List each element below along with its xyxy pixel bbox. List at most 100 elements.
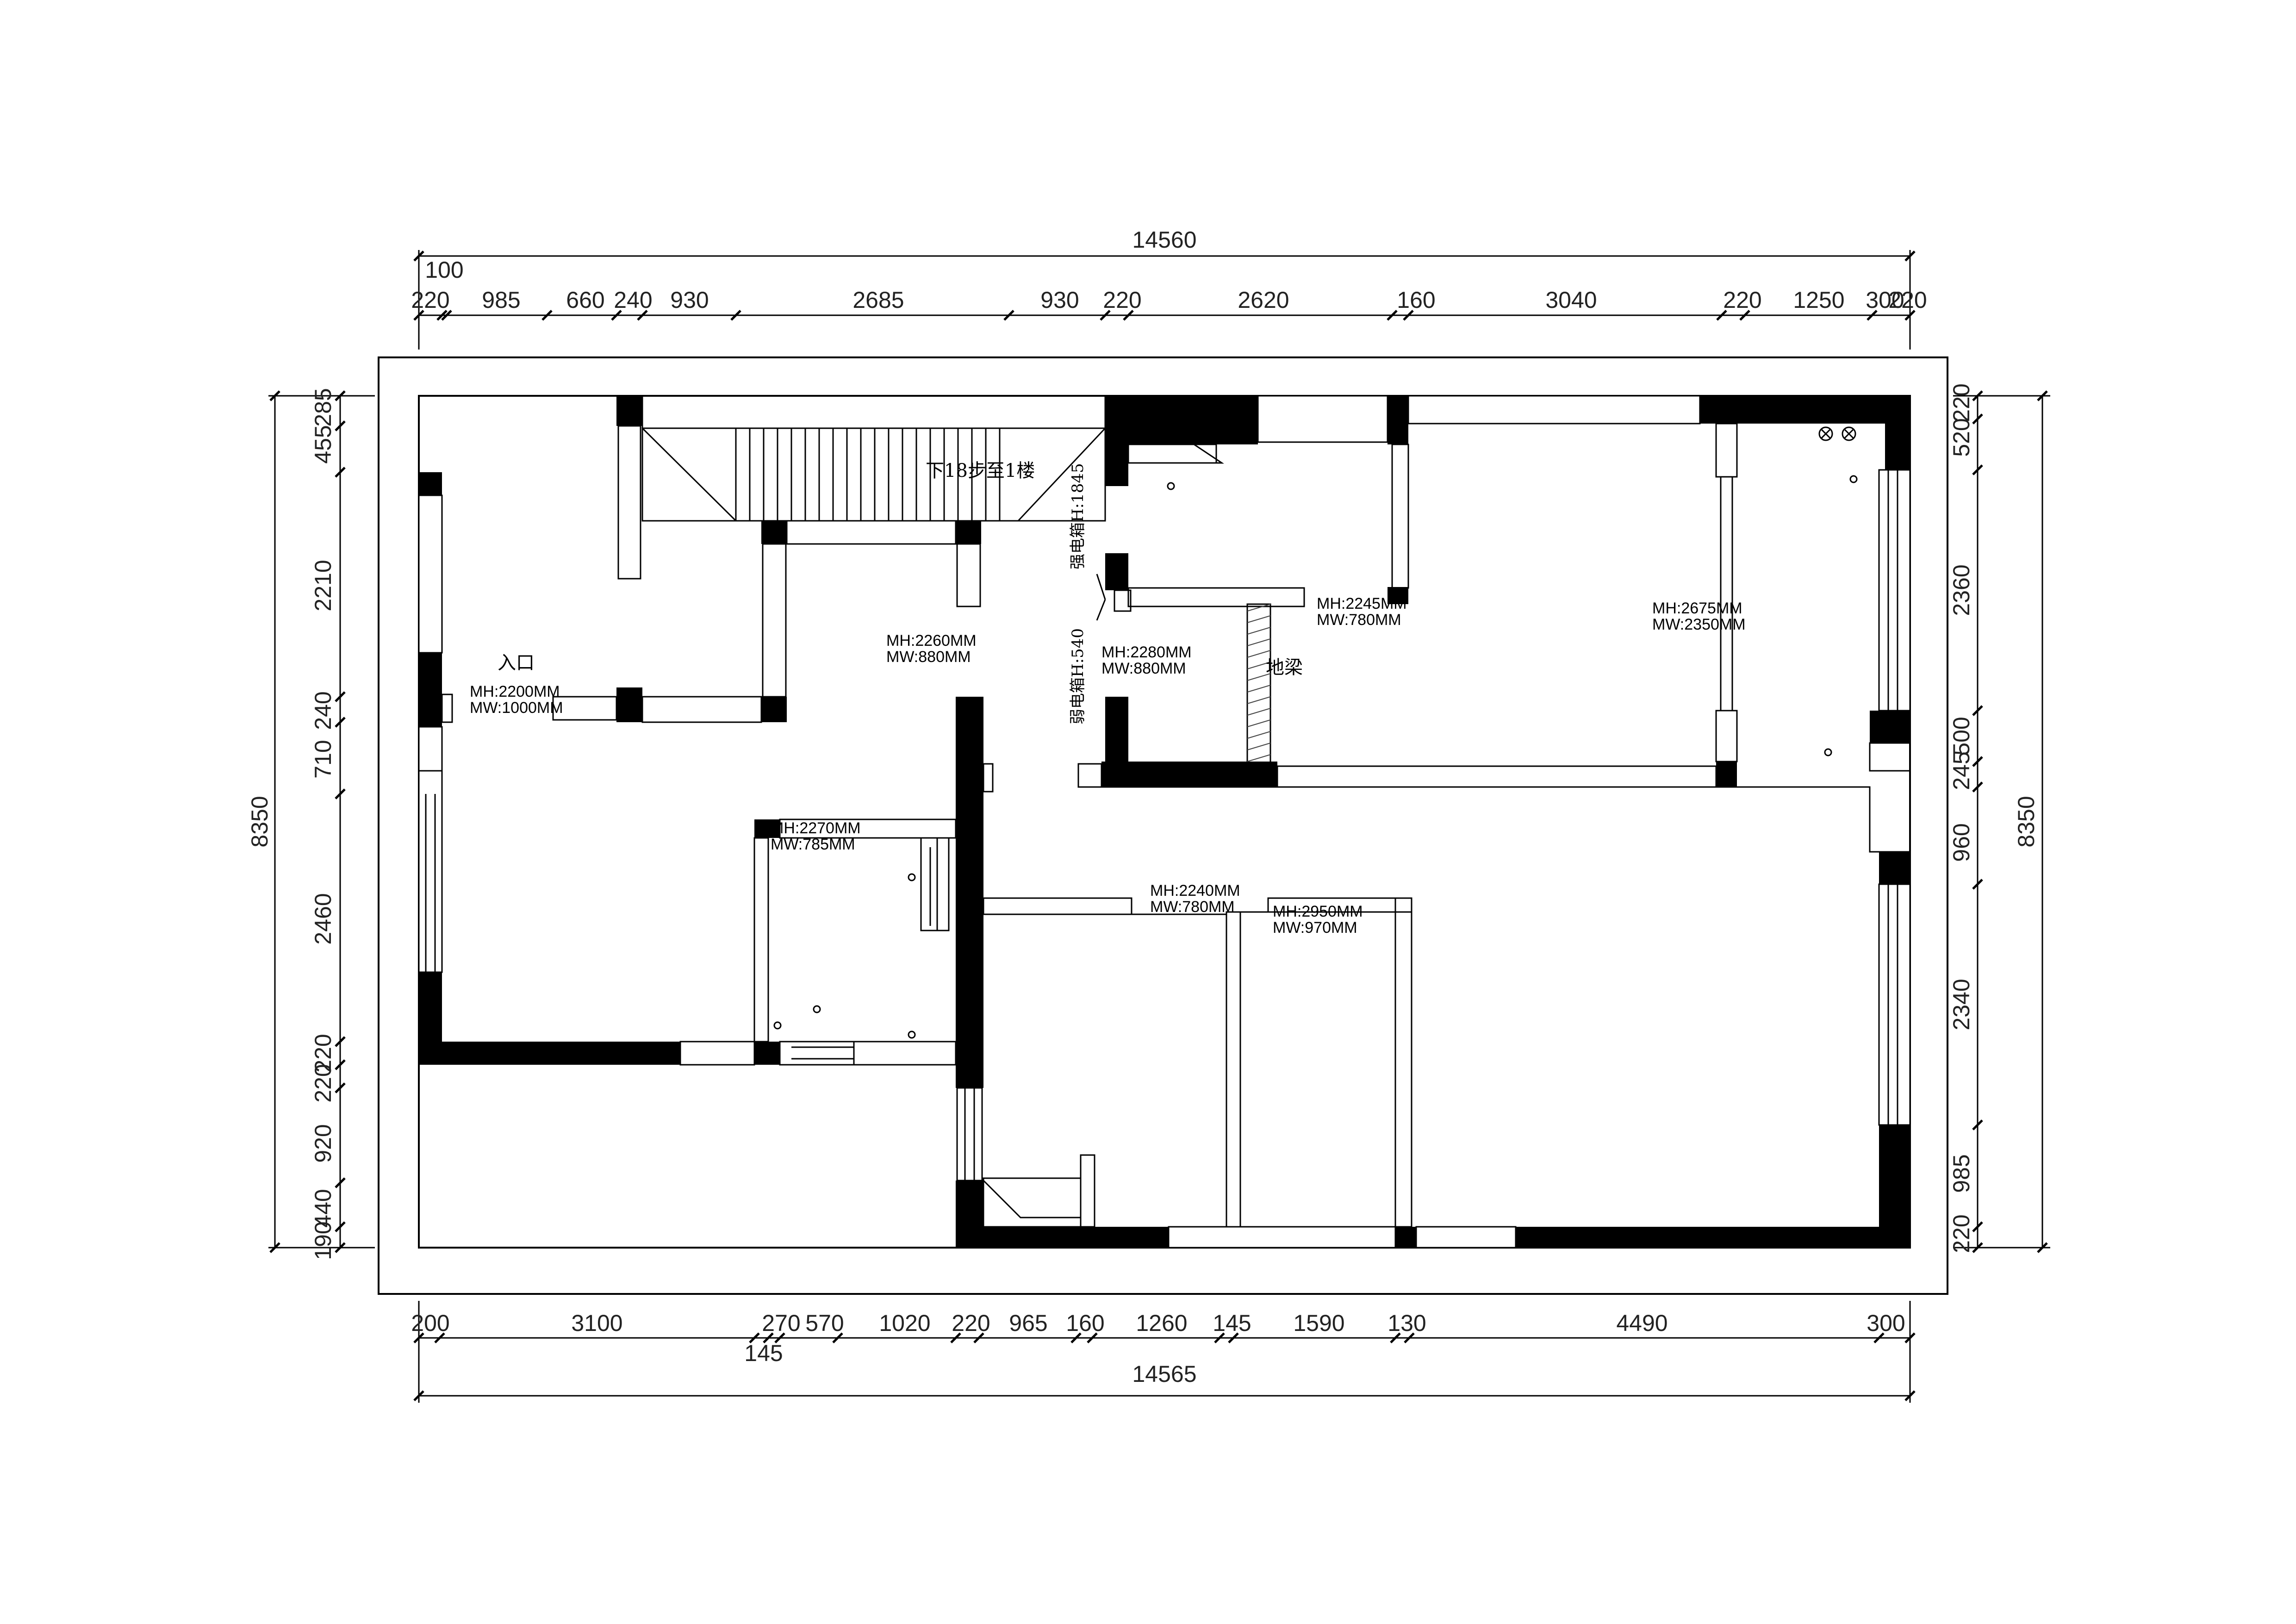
bottom-dim-5: 220: [952, 1310, 990, 1336]
top-tick-10: [1387, 310, 1398, 321]
right-tick-5: [1972, 781, 1983, 793]
bottom-tick-4: [774, 1332, 785, 1343]
left-dim-7: 220: [310, 1064, 336, 1102]
right-dim-1: 520: [1948, 418, 1974, 456]
top-total-dimension: 14560: [1132, 227, 1196, 253]
left-dim-10: 190: [310, 1221, 336, 1260]
left-dim-8: 920: [310, 1124, 336, 1162]
bottom-dim-4: 1020: [879, 1310, 930, 1336]
strong-electric-box-label: 强电箱H:1845: [1069, 463, 1087, 569]
top-tick-14: [1867, 310, 1878, 321]
left-dim-0: 285: [310, 388, 336, 426]
left-tick-5: [335, 788, 346, 800]
left-tick-4: [335, 717, 346, 728]
opening-mw-4: MW:2350MM: [1652, 616, 1746, 633]
bottom-tick-11: [1228, 1332, 1239, 1343]
bottom-tick-13: [1404, 1332, 1415, 1343]
bottom-tick-7: [973, 1332, 984, 1343]
top-dim-3: 240: [614, 287, 652, 313]
left-tick-10: [335, 1221, 346, 1232]
bottom-dim-7: 160: [1066, 1310, 1104, 1336]
opening-mh-4: MH:2675MM: [1652, 600, 1742, 617]
bottom-dim-12: 4490: [1616, 1310, 1668, 1336]
bottom-tick-2: [749, 1332, 760, 1343]
left-dim-2: 2210: [310, 560, 336, 611]
top-dim-9: 160: [1397, 287, 1435, 313]
right-tick-3: [1972, 705, 1983, 716]
bottom-dim-3: 570: [805, 1310, 844, 1336]
top-tick-6: [730, 310, 741, 321]
drawing-frame: [378, 356, 1948, 1295]
left-tick-9: [335, 1177, 346, 1188]
left-tick-2: [335, 467, 346, 478]
left-dim-9: 440: [310, 1189, 336, 1227]
left-dim-1: 455: [310, 425, 336, 463]
right-tick-4: [1972, 756, 1983, 767]
bottom-tick-15: [1904, 1332, 1916, 1343]
left-dim-4: 710: [310, 740, 336, 778]
left-tick-0: [335, 390, 346, 401]
top-dim-11: 220: [1723, 287, 1761, 313]
bottom-tick-0: [413, 1332, 424, 1343]
bottom-dim-0: 200: [411, 1310, 449, 1336]
stair-label: 下18步至1楼: [926, 460, 1035, 481]
bottom-dim-2: 270: [762, 1310, 800, 1336]
top-tick-7: [1003, 310, 1014, 321]
bottom-dim-6: 965: [1009, 1310, 1047, 1336]
opening-mh-0: MH:2200MM: [470, 683, 560, 700]
top-tick-12: [1716, 310, 1727, 321]
top-dim-2: 660: [566, 287, 604, 313]
right-total-dimension: 8350: [2013, 796, 2039, 847]
left-tick-1: [335, 420, 346, 431]
top-dim-8: 2620: [1238, 287, 1289, 313]
bottom-tick-3: [763, 1332, 774, 1343]
opening-mh-6: MH:2240MM: [1150, 882, 1240, 899]
staircase: [641, 427, 1106, 522]
right-dim-8: 220: [1948, 1214, 1974, 1253]
opening-mw-5: MW:785MM: [771, 836, 855, 853]
top-tick-3: [541, 310, 553, 321]
opening-mw-1: MW:880MM: [886, 648, 971, 666]
right-dim-0: 220: [1948, 383, 1974, 422]
ground-beam-hatch: [1246, 603, 1271, 765]
right-tick-2: [1972, 464, 1983, 475]
bottom-tick-12: [1390, 1332, 1401, 1343]
weak-electric-box-label: 弱电箱H:540: [1069, 628, 1087, 725]
top-tick-11: [1403, 310, 1414, 321]
top-tick-2: [441, 310, 452, 321]
bottom-dim-8: 1260: [1136, 1310, 1187, 1336]
top-dimension-chain: 14560 100 220 985 660 240 930 2685 930 2…: [411, 227, 1927, 350]
top-tick-13: [1739, 310, 1750, 321]
top-tick-5: [637, 310, 648, 321]
bottom-dim-9: 145: [1213, 1310, 1251, 1336]
bottom-extra-dimension: 145: [744, 1340, 783, 1366]
bottom-tick-14: [1873, 1332, 1885, 1343]
plan-walls: [418, 395, 1911, 1249]
top-tick-0: [413, 310, 424, 321]
opening-annotations: MH:2200MM MW:1000MM MH:2260MM MW:880MM M…: [470, 595, 1746, 937]
bottom-tick-6: [950, 1332, 961, 1343]
left-tick-8: [335, 1082, 346, 1093]
opening-mw-6: MW:780MM: [1150, 898, 1235, 916]
right-tick-7: [1972, 1119, 1983, 1131]
top-dim-7: 220: [1103, 287, 1141, 313]
right-dim-7: 985: [1948, 1154, 1974, 1193]
top-dim-0: 220: [411, 287, 449, 313]
opening-mh-5: MH:2270MM: [771, 819, 861, 837]
bottom-tick-10: [1214, 1332, 1225, 1343]
bottom-tick-5: [832, 1332, 843, 1343]
top-dim-14: 220: [1888, 287, 1927, 313]
right-tick-8: [1972, 1221, 1983, 1232]
bottom-tick-1: [434, 1332, 445, 1343]
top-dim-1: 985: [482, 287, 520, 313]
opening-mh-3: MH:2245MM: [1317, 595, 1407, 612]
top-dim-12: 1250: [1793, 287, 1844, 313]
top-dim-5: 2685: [852, 287, 904, 313]
left-tick-7: [335, 1059, 346, 1070]
right-tick-6: [1972, 879, 1983, 890]
bottom-dim-1: 3100: [571, 1310, 622, 1336]
bottom-total-dimension: 14565: [1132, 1361, 1196, 1387]
right-tick-1: [1972, 413, 1983, 425]
top-tick-8: [1100, 310, 1111, 321]
